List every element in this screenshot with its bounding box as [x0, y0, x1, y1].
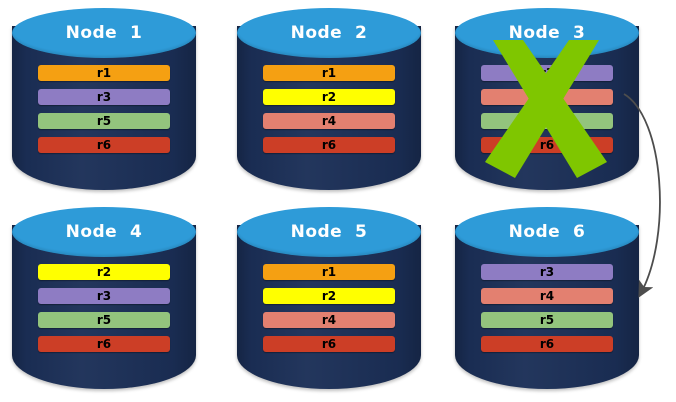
record-bar-r5: r5: [38, 312, 170, 328]
cylinder-top-ellipse: [455, 207, 639, 257]
record-bar-r4: r4: [263, 312, 395, 328]
node-title-1: Node 1: [65, 23, 143, 43]
record-bar-r3: r3: [38, 89, 170, 105]
record-list: r2 r3 r5 r6: [38, 264, 170, 352]
cylinder-top-ellipse: [237, 207, 421, 257]
cylinder-top-ellipse: [12, 207, 196, 257]
record-bar-r6: r6: [481, 336, 613, 352]
cylinder-top-ellipse: [12, 8, 196, 58]
record-bar-r1: r1: [263, 264, 395, 280]
record-bar-r6: r6: [38, 336, 170, 352]
record-bar-r5: r5: [481, 312, 613, 328]
node-title-3: Node 3: [508, 23, 586, 43]
record-bar-r4: r4: [481, 288, 613, 304]
node-cylinder-1[interactable]: Node 1 r1 r3 r5 r6: [12, 8, 196, 190]
record-bar-r2: r2: [38, 264, 170, 280]
node-title-2: Node 2: [290, 23, 368, 43]
cylinder-top-ellipse: [237, 8, 421, 58]
record-bar-r1: r1: [38, 65, 170, 81]
record-list: r3 r4 r5 r6: [481, 264, 613, 352]
node-cylinder-4[interactable]: Node 4 r2 r3 r5 r6: [12, 207, 196, 389]
record-list: r1 r3 r5 r6: [38, 65, 170, 153]
node-cylinder-3[interactable]: Node 3 r3 r4 r5 r6: [455, 8, 639, 190]
record-bar-r4: r4: [481, 89, 613, 105]
node-cylinder-5[interactable]: Node 5 r1 r2 r4 r6: [237, 207, 421, 389]
node-cylinder-6[interactable]: Node 6 r3 r4 r5 r6: [455, 207, 639, 389]
record-bar-r2: r2: [263, 288, 395, 304]
record-bar-r6: r6: [38, 137, 170, 153]
record-bar-r1: r1: [263, 65, 395, 81]
record-bar-r5: r5: [481, 113, 613, 129]
record-list: r3 r4 r5 r6: [481, 65, 613, 153]
record-list: r1 r2 r4 r6: [263, 65, 395, 153]
record-bar-r5: r5: [38, 113, 170, 129]
node-cylinder-2[interactable]: Node 2 r1 r2 r4 r6: [237, 8, 421, 190]
node-title-6: Node 6: [508, 222, 586, 242]
record-bar-r6: r6: [263, 137, 395, 153]
record-bar-r6: r6: [481, 137, 613, 153]
node-title-5: Node 5: [290, 222, 368, 242]
record-bar-r3: r3: [481, 264, 613, 280]
record-bar-r3: r3: [481, 65, 613, 81]
record-list: r1 r2 r4 r6: [263, 264, 395, 352]
record-bar-r4: r4: [263, 113, 395, 129]
node-title-4: Node 4: [65, 222, 143, 242]
record-bar-r2: r2: [263, 89, 395, 105]
record-bar-r3: r3: [38, 288, 170, 304]
record-bar-r6: r6: [263, 336, 395, 352]
